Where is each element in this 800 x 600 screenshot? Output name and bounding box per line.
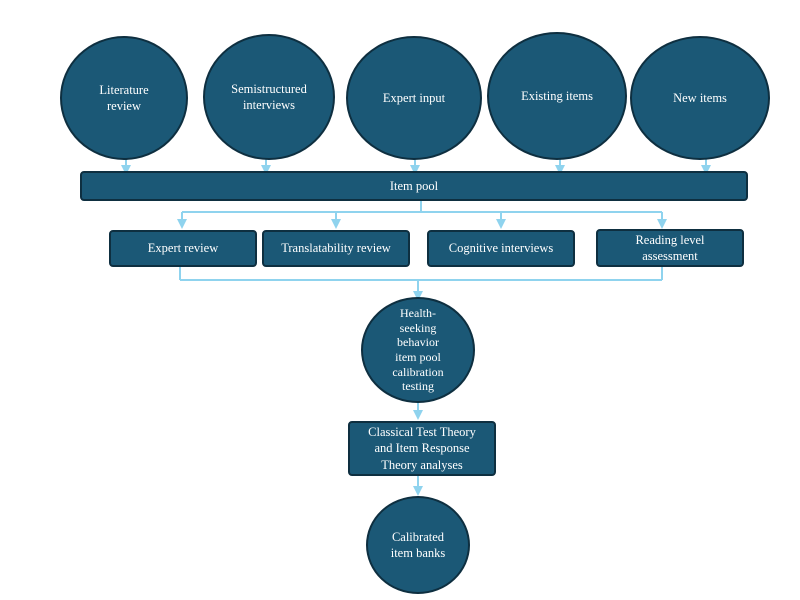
node-label: Reading level assessment <box>635 232 705 263</box>
review-expert-review: Expert review <box>109 230 257 267</box>
item-pool-box: Item pool <box>80 171 748 201</box>
review-translatability-review: Translatability review <box>262 230 410 267</box>
node-label: New items <box>673 90 727 105</box>
source-literature-review: Literature review <box>60 36 188 160</box>
node-label: Translatability review <box>281 241 391 256</box>
node-label: Existing items <box>521 88 593 103</box>
node-label: Literature review <box>99 82 149 113</box>
calibration-testing-node: Health- seeking behavior item pool calib… <box>361 297 475 403</box>
node-label: Classical Test Theory and Item Response … <box>368 425 476 472</box>
source-new-items: New items <box>630 36 770 160</box>
source-existing-items: Existing items <box>487 32 627 160</box>
analyses-box: Classical Test Theory and Item Response … <box>348 421 496 476</box>
node-label: Calibrated item banks <box>390 529 446 560</box>
source-semistructured-interviews: Semistructured interviews <box>203 34 335 160</box>
node-label: Expert review <box>147 241 219 256</box>
node-label: Cognitive interviews <box>448 241 554 256</box>
source-expert-input: Expert input <box>346 36 482 160</box>
node-label: Expert input <box>382 90 446 105</box>
calibrated-item-banks-node: Calibrated item banks <box>366 496 470 594</box>
node-label: Item pool <box>389 178 439 193</box>
node-label: Health- seeking behavior item pool calib… <box>392 306 444 394</box>
node-label: Semistructured interviews <box>231 81 307 112</box>
review-reading-level-assessment: Reading level assessment <box>596 229 744 267</box>
review-cognitive-interviews: Cognitive interviews <box>427 230 575 267</box>
